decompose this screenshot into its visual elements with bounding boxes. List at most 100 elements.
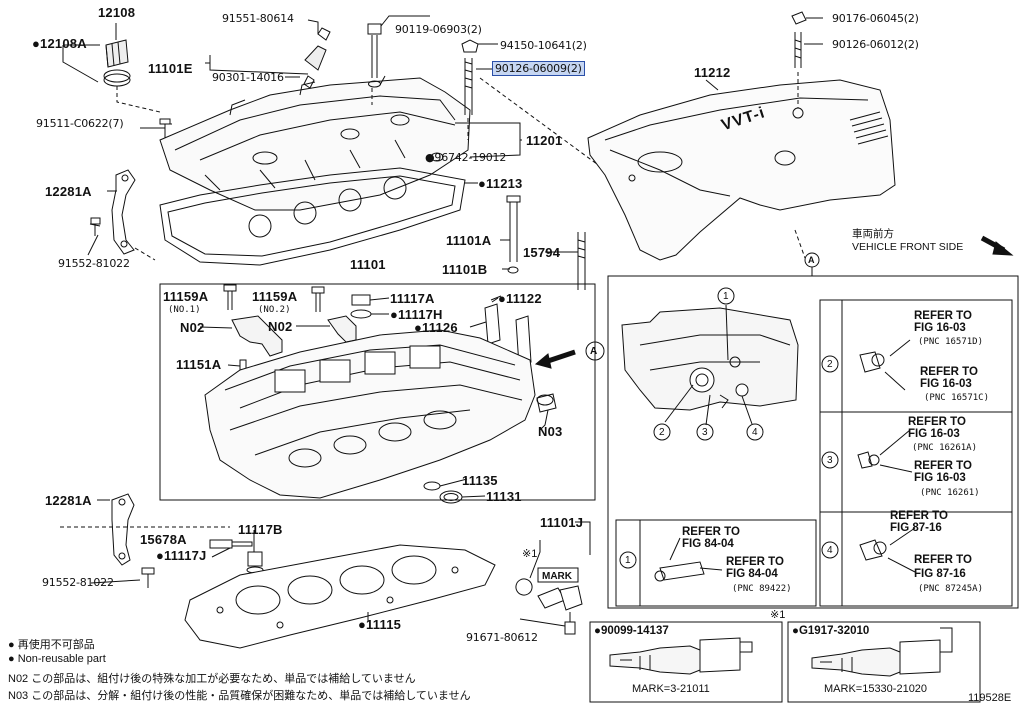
mark-label: MARK <box>542 571 572 582</box>
legend-nonreusable-en: ● Non-reusable part <box>8 653 106 665</box>
label-12108: 12108 <box>98 5 136 20</box>
label-11101b: 11101B <box>442 262 488 277</box>
callout-4: 4 <box>752 427 758 438</box>
panel-4-ref-a-line2[interactable]: FIG 87-16 <box>890 522 942 534</box>
arrow-a-label: A <box>590 346 598 357</box>
panel-3-ref-b-line1[interactable]: REFER TO <box>914 460 972 472</box>
vehicle-front-jp: 車両前方 <box>852 228 894 240</box>
panel-1-ref-b-line1[interactable]: REFER TO <box>726 556 784 568</box>
label-91671: 91671-80612 <box>466 631 538 644</box>
label-12281a-bottom: 12281A <box>45 493 92 508</box>
label-90126-06012: 90126-06012(2) <box>832 38 919 51</box>
label-n02-b: N02 <box>268 319 293 334</box>
label-11117j: ●11117J <box>156 548 207 563</box>
label-11117h: ●11117H <box>390 307 443 322</box>
detail-a-block-drawing <box>621 307 799 411</box>
label-11101a: 11101A <box>446 233 492 248</box>
note1-left-part: ●90099-14137 <box>594 625 669 637</box>
oil-filler-cap-drawing <box>103 39 131 87</box>
callout-2: 2 <box>659 427 665 438</box>
figure-id: 119528E <box>968 692 1012 704</box>
engine-hanger-top-drawing <box>111 169 136 255</box>
label-12281a-top: 12281A <box>45 184 92 199</box>
label-11159a-no2: 11159A <box>252 289 298 304</box>
panel-3-ref-b-line2[interactable]: FIG 16-03 <box>914 472 966 484</box>
label-11159a-no2-suffix: (NO.2) <box>258 305 291 315</box>
label-n02-a: N02 <box>180 320 205 335</box>
panel-2-ref-b-line2[interactable]: FIG 16-03 <box>920 378 972 390</box>
label-11212: 11212 <box>694 65 731 80</box>
hose-clamp-drawing-4 <box>859 527 916 573</box>
label-11159a-no1-suffix: (NO.1) <box>168 305 201 315</box>
note1-title: ※1 <box>770 609 786 621</box>
label-n03: N03 <box>538 424 563 439</box>
ocv-right-drawing <box>811 627 953 677</box>
note1-right-mark: MARK=15330-21020 <box>824 683 928 695</box>
hose-clamp-drawing-3 <box>857 429 913 473</box>
label-90126-06009-highlighted[interactable]: 90126-06009(2) <box>492 61 585 76</box>
panel-4-ref-b-line2[interactable]: FIG 87-16 <box>914 568 966 580</box>
vvt-sensor-drawing <box>303 27 331 89</box>
panel-1-number: 1 <box>625 555 631 566</box>
panel-3-ref-a-pnc: (PNC 16261A) <box>912 443 978 453</box>
panel-2-ref-a-line1[interactable]: REFER TO <box>914 310 972 322</box>
hose-clamp-drawing-2 <box>859 339 911 391</box>
panel-1-ref-a-line2[interactable]: FIG 84-04 <box>682 538 734 550</box>
callout-3: 3 <box>702 427 708 438</box>
label-11117b: 11117B <box>238 522 283 537</box>
panel-1-ref-a-line1[interactable]: REFER TO <box>682 526 740 538</box>
panel-2-ref-a-pnc: (PNC 16571D) <box>918 337 984 347</box>
cylinder-head-drawing <box>204 329 536 499</box>
panel-3-ref-b-pnc: (PNC 16261) <box>920 488 980 498</box>
label-11122: ●11122 <box>498 291 542 306</box>
head-gasket-drawing <box>184 544 496 649</box>
ocv-left-drawing <box>609 637 753 675</box>
label-90301: 90301-14016 <box>212 71 284 84</box>
head-cover-gasket-drawing <box>159 167 466 266</box>
label-11117a: 11117A <box>390 291 435 306</box>
panel-1-ref-b-line2[interactable]: FIG 84-04 <box>726 568 778 580</box>
detail-a-marker: A <box>808 255 815 265</box>
label-15794: 15794 <box>523 245 561 260</box>
panel-4-ref-b-line1[interactable]: REFER TO <box>914 554 972 566</box>
legend-n02: N02 この部品は、組付け後の特殊な加工が必要なため、単品では補給していません <box>8 673 416 685</box>
label-11126: ●11126 <box>414 320 458 335</box>
label-11213: ●11213 <box>478 176 523 191</box>
panel-2-number: 2 <box>827 359 833 370</box>
panel-4-number: 4 <box>827 545 833 556</box>
label-91552-bottom: 91552-81022 <box>42 576 114 589</box>
panel-4-ref-b-pnc: (PNC 87245A) <box>918 584 984 594</box>
label-90176: 90176-06045(2) <box>832 12 919 25</box>
label-11131: 11131 <box>486 489 522 504</box>
panel-3-ref-a-line1[interactable]: REFER TO <box>908 416 966 428</box>
note1-left-mark: MARK=3-21011 <box>632 683 710 695</box>
label-91551: 91551-80614 <box>222 12 294 25</box>
engine-cover-drawing <box>587 79 896 261</box>
label-11135: 11135 <box>462 473 498 488</box>
panel-2-ref-b-pnc: (PNC 16571C) <box>924 393 990 403</box>
label-11201: 11201 <box>526 133 563 148</box>
engine-hanger-bottom-drawing <box>111 493 135 566</box>
label-12108a: ●12108A <box>32 36 87 51</box>
label-11101e: 11101E <box>148 61 193 76</box>
panel-4-ref-a-line1[interactable]: REFER TO <box>890 510 948 522</box>
panel-2-ref-b-line1[interactable]: REFER TO <box>920 366 978 378</box>
label-11101j: 11101J <box>540 515 584 530</box>
label-11115: ●11115 <box>358 617 402 632</box>
label-15678a: 15678A <box>140 532 187 547</box>
legend-n03: N03 この部品は、分解・組付け後の性能・品質確保が困難なため、単品では補給して… <box>8 690 471 702</box>
note1-marker: ※1 <box>522 548 538 560</box>
panel-3-ref-a-line2[interactable]: FIG 16-03 <box>908 428 960 440</box>
label-90119: 90119-06903(2) <box>395 23 482 36</box>
label-96742: ●96742-19012 <box>425 151 507 164</box>
panel-3-number: 3 <box>827 455 833 466</box>
panel-2-ref-a-line2[interactable]: FIG 16-03 <box>914 322 966 334</box>
callout-1: 1 <box>723 291 729 302</box>
label-91552-top: 91552-81022 <box>58 257 130 270</box>
panel-1-ref-b-pnc: (PNC 89422) <box>732 584 792 594</box>
vehicle-front-en: VEHICLE FRONT SIDE <box>852 241 964 253</box>
label-11151a: 11151A <box>176 357 222 372</box>
label-11101: 11101 <box>350 257 386 272</box>
